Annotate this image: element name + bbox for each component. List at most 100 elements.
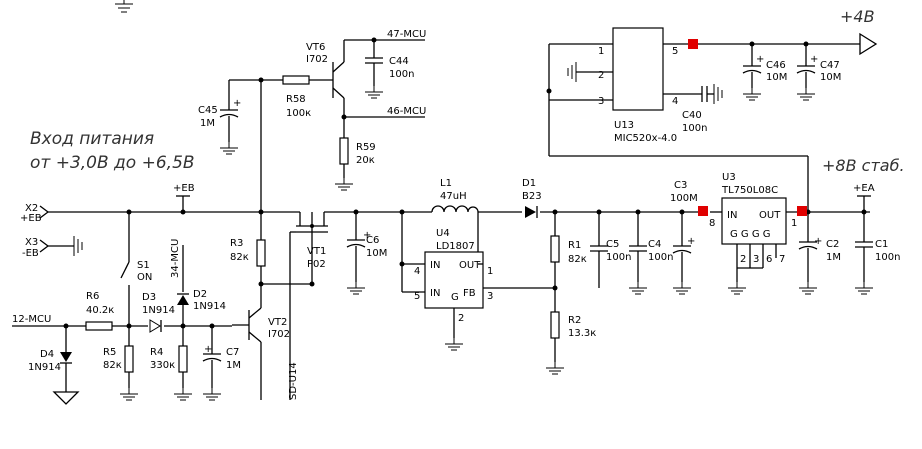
svg-text:+: +: [204, 344, 212, 355]
resistor-r59: R59 20к: [334, 114, 376, 191]
svg-text:R2: R2: [568, 315, 581, 326]
diode-d4: D4 1N914: [28, 326, 80, 405]
svg-text:X3: X3: [25, 237, 38, 248]
svg-text:D3: D3: [142, 292, 156, 303]
svg-text:VT6: VT6: [306, 42, 325, 53]
svg-text:10M: 10M: [766, 72, 787, 83]
svg-text:C7: C7: [226, 347, 239, 358]
svg-text:U4: U4: [436, 228, 450, 239]
svg-text:1: 1: [487, 266, 493, 277]
rail-plus-ea: +EA: [853, 183, 875, 212]
svg-text:8: 8: [709, 218, 715, 229]
wire-c45-rail: [229, 77, 283, 240]
svg-text:X2: X2: [25, 203, 38, 214]
svg-text:3: 3: [598, 96, 604, 107]
mosfet-vt1: VT1 P02: [290, 212, 328, 284]
svg-text:100M: 100M: [670, 193, 698, 204]
input-title-note: Вход питания: [30, 129, 154, 149]
svg-text:20к: 20к: [356, 155, 375, 166]
resistor-r4: R4 330к: [150, 326, 193, 401]
pin-marker-u3-in: [698, 206, 708, 216]
svg-text:82к: 82к: [230, 252, 249, 263]
svg-text:C46: C46: [766, 60, 786, 71]
svg-text:1M: 1M: [826, 252, 841, 263]
wire-12mcu: 12-MCU: [12, 314, 232, 329]
svg-text:B23: B23: [522, 191, 542, 202]
svg-text:R6: R6: [86, 291, 99, 302]
svg-text:2: 2: [740, 254, 746, 265]
capacitor-c40: C40 100n: [682, 84, 723, 134]
svg-text:100n: 100n: [606, 252, 631, 263]
svg-text:C40: C40: [682, 110, 702, 121]
svg-text:C1: C1: [875, 239, 888, 250]
svg-text:MIC520x-4.0: MIC520x-4.0: [614, 133, 677, 144]
resistor-r58: R58 100к: [282, 75, 333, 119]
rail-plus-eb: +EB: [173, 183, 195, 212]
svg-text:1N914: 1N914: [193, 301, 226, 312]
svg-text:+EB: +EB: [20, 213, 42, 224]
svg-text:100n: 100n: [682, 123, 707, 134]
capacitor-c46: + C46 10M: [742, 44, 787, 101]
svg-text:2: 2: [598, 70, 604, 81]
capacitor-c4: C4 100n: [628, 212, 673, 295]
svg-text:+EB: +EB: [173, 183, 195, 194]
capacitor-c44: C44 100n: [364, 37, 414, 99]
svg-text:U3: U3: [722, 172, 736, 183]
plus4v-note: +4В: [840, 7, 875, 26]
connector-x3: X3 -EB: [22, 236, 83, 259]
capacitor-c45: + C45 1M: [198, 80, 241, 155]
svg-text:-EB: -EB: [22, 248, 39, 259]
svg-text:C44: C44: [389, 56, 409, 67]
svg-text:IN: IN: [430, 288, 440, 299]
diode-d3: D3 1N914: [142, 292, 175, 333]
svg-text:D2: D2: [193, 289, 207, 300]
svg-text:1N914: 1N914: [142, 305, 175, 316]
svg-text:1N914: 1N914: [28, 362, 61, 373]
svg-text:2: 2: [458, 313, 464, 324]
svg-text:FB: FB: [463, 288, 476, 299]
input-range-note: от +3,0В до +6,5В: [30, 153, 195, 173]
svg-text:C3: C3: [674, 180, 687, 191]
transistor-vt2: VT2 I702: [232, 284, 290, 400]
svg-text:100к: 100к: [286, 108, 311, 119]
svg-text:R1: R1: [568, 240, 581, 251]
svg-text:D1: D1: [522, 178, 536, 189]
resistor-r6: R6 40.2к: [85, 291, 114, 331]
main-rail-wires: [48, 209, 870, 215]
svg-text:U13: U13: [614, 120, 634, 131]
svg-text:G: G: [451, 292, 459, 303]
svg-text:40.2к: 40.2к: [86, 305, 114, 316]
net-47-mcu: 47-MCU: [387, 29, 426, 40]
svg-text:ON: ON: [137, 272, 152, 283]
svg-text:1: 1: [791, 218, 797, 229]
svg-text:R59: R59: [356, 142, 376, 153]
svg-text:R3: R3: [230, 238, 243, 249]
svg-text:IN: IN: [430, 260, 440, 271]
svg-text:C47: C47: [820, 60, 840, 71]
net-12-mcu: 12-MCU: [12, 314, 51, 325]
resistor-r3: R3 82к: [230, 238, 266, 284]
svg-text:I702: I702: [306, 54, 328, 65]
svg-text:6: 6: [766, 254, 772, 265]
switch-s1: S1 ON: [120, 212, 152, 326]
resistor-r5: R5 82к: [103, 326, 139, 401]
svg-text:330к: 330к: [150, 360, 175, 371]
svg-text:5: 5: [414, 291, 420, 302]
svg-text:47uH: 47uH: [440, 191, 467, 202]
svg-text:C45: C45: [198, 105, 218, 116]
capacitor-c47: + C47 10M: [796, 44, 841, 101]
svg-text:OUT: OUT: [459, 260, 481, 271]
resistor-r2: R2 13.3к: [545, 311, 596, 375]
svg-text:L1: L1: [440, 178, 452, 189]
svg-text:1: 1: [598, 46, 604, 57]
svg-text:C5: C5: [606, 239, 619, 250]
capacitor-c5: C5 100n: [590, 212, 631, 288]
svg-text:S1: S1: [137, 260, 150, 271]
net-sd-u14: SD-U14: [288, 232, 299, 400]
transistor-vt6: VT6 I702: [306, 39, 425, 118]
svg-text:7: 7: [779, 254, 785, 265]
svg-text:G G G G: G G G G: [730, 229, 771, 240]
svg-text:OUT: OUT: [759, 210, 781, 221]
net-34-mcu: 34-MCU: [170, 239, 181, 278]
